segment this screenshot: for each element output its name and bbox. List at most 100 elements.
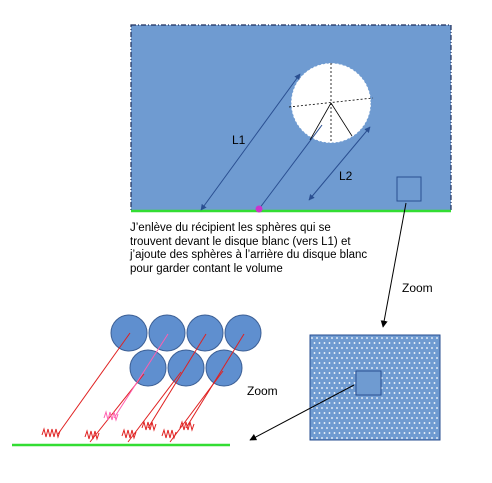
packing-dot [341,427,343,429]
packing-dot [413,382,416,384]
packing-dot [336,437,338,439]
packing-dot [421,427,423,429]
packing-dot [431,357,433,359]
packing-dot [391,347,393,349]
packing-dot [416,397,418,399]
packing-dot [373,412,376,414]
packing-dot [428,412,431,414]
packing-dot [353,432,356,434]
packing-dot [316,397,318,399]
packing-dot [343,392,346,394]
packing-dot [418,352,421,354]
packing-dot [368,362,371,364]
packing-dot [341,357,343,359]
packing-dot [348,352,351,354]
packing-dot [431,337,433,339]
packing-dot [318,382,321,384]
packing-dot [336,427,338,429]
packing-dot [436,347,438,349]
packing-dot [431,397,433,399]
packing-dot [321,347,323,349]
packing-dot [356,397,358,399]
packing-dot [316,377,318,379]
packing-dot [353,372,356,374]
packing-dot [348,362,351,364]
packing-dot [398,352,401,354]
packing-dot [413,412,416,414]
ray-line [147,333,207,429]
packing-dot [398,382,401,384]
packing-dot [386,347,388,349]
packing-dot [331,427,333,429]
packing-dot [381,417,383,419]
caption-line: J’enlève du récipient les sphères qui se [130,222,331,234]
packing-dot [398,392,401,394]
packing-dot [346,357,348,359]
packing-dot [341,417,343,419]
packing-dot [358,352,361,354]
packing-dot [363,342,366,344]
ray-line [127,371,182,443]
packing-dot [316,367,318,369]
packing-dot [361,367,363,369]
packing-dot [323,422,326,424]
packing-dot [378,412,381,414]
packing-dot [411,337,413,339]
packing-dot [351,397,353,399]
packing-dot [386,427,388,429]
packing-dot [436,357,438,359]
packing-dot [388,432,391,434]
packing-dot [408,372,411,374]
packing-dot [351,347,353,349]
packing-dot [336,357,338,359]
packing-dot [373,402,376,404]
packing-dot [391,437,393,439]
packing-dot [436,367,438,369]
packing-dot [351,357,353,359]
packing-dot [406,347,408,349]
packing-dot [368,402,371,404]
packing-dot [313,352,316,354]
packing-dot [326,387,328,389]
packing-dot [326,377,328,379]
packing-dot [386,437,388,439]
packing-dot [388,422,391,424]
packing-dot [343,342,346,344]
packing-dot [376,397,378,399]
packing-dot [426,357,428,359]
packing-dot [311,347,313,349]
packing-dot [428,402,431,404]
packing-dot [333,362,336,364]
packing-dot [413,362,416,364]
packing-dot [388,362,391,364]
packing-dot [336,417,338,419]
packing-dot [401,367,403,369]
packing-dot [433,422,436,424]
packing-dot [331,437,333,439]
packing-dot [333,432,336,434]
packing-dot [428,372,431,374]
packing-dot [328,362,331,364]
packing-dot [318,352,321,354]
packing-dot [398,422,401,424]
packing-dot [351,387,353,389]
packing-dot [423,342,426,344]
packing-dot [381,407,383,409]
zoomed-region-square [355,370,382,396]
packing-dot [311,387,313,389]
packing-dot [388,402,391,404]
packing-dot [336,397,338,399]
packing-dot [346,347,348,349]
packing-dot [353,422,356,424]
packing-dot [421,347,423,349]
packing-dot [396,367,398,369]
caption-line: j’ajoute des sphères à l’arrière du disq… [130,249,368,261]
packing-dot [403,392,406,394]
packing-dot [331,357,333,359]
packing-dot [391,417,393,419]
packing-dot [318,432,321,434]
zoom-arrow-down [380,202,407,328]
packing-dot [371,427,373,429]
packing-dot [336,377,338,379]
packing-dot [381,387,383,389]
